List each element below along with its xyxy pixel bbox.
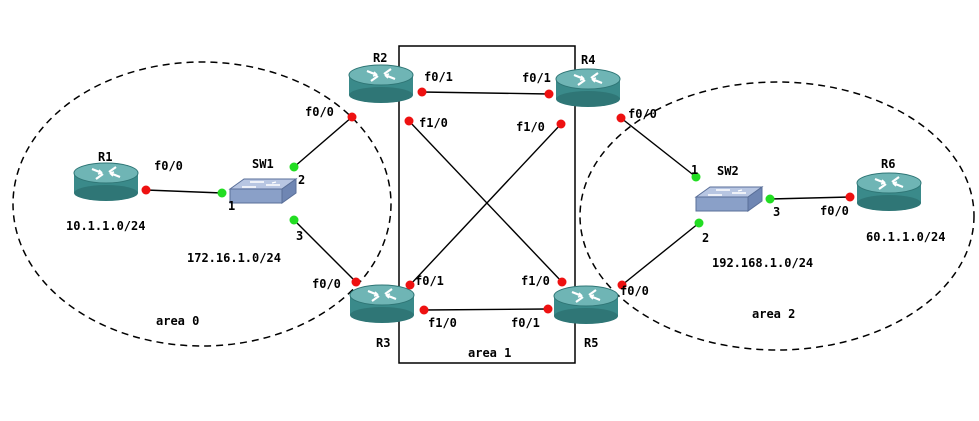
area-1-boundary [398, 45, 576, 364]
port-dot-r2-f01 [417, 87, 427, 97]
port-dot-r4-f00 [616, 113, 626, 123]
device-label-r5: R5 [584, 336, 598, 350]
port-label-r3-f10: f1/0 [428, 316, 457, 330]
port-label-sw1-2: 2 [298, 173, 305, 187]
router-r4[interactable] [554, 67, 622, 109]
area-label-0: area 0 [156, 314, 199, 328]
port-label-r4-f00: f0/0 [628, 107, 657, 121]
port-label-sw2-3: 3 [773, 205, 780, 219]
port-dot-sw1-2 [289, 162, 299, 172]
device-label-r4: R4 [581, 53, 595, 67]
port-label-r5-f10: f1/0 [521, 274, 550, 288]
port-dot-sw2-3 [765, 194, 775, 204]
link-r2-r4 [421, 91, 550, 95]
area-0-boundary [12, 61, 392, 347]
port-dot-r3-f01 [405, 280, 415, 290]
link-r4-r3 [409, 123, 562, 286]
port-label-sw1-1: 1 [228, 199, 235, 213]
port-dot-r5-f00 [617, 280, 627, 290]
port-dot-r2-f10 [404, 116, 414, 126]
port-dot-sw1-3 [289, 215, 299, 225]
port-label-r1-f00: f0/0 [154, 159, 183, 173]
link-r2-r5 [408, 120, 563, 283]
device-label-r1: R1 [98, 150, 112, 164]
router-r1[interactable] [72, 161, 140, 203]
area-label-1: area 1 [468, 346, 511, 360]
port-dot-sw1-1 [217, 188, 227, 198]
port-dot-r4-f10 [556, 119, 566, 129]
port-dot-r3-f00 [351, 277, 361, 287]
port-label-r5-f00: f0/0 [620, 284, 649, 298]
device-label-r2: R2 [373, 51, 387, 65]
port-dot-sw2-2 [694, 218, 704, 228]
router-r5[interactable] [552, 284, 620, 326]
port-dot-sw2-1 [691, 172, 701, 182]
router-r6[interactable] [855, 171, 923, 213]
link-sw1-r3 [293, 219, 357, 283]
port-label-sw1-3: 3 [296, 229, 303, 243]
link-sw1-r2 [293, 116, 353, 168]
network-label-sw2: 192.168.1.0/24 [712, 256, 813, 270]
port-label-r2-f01: f0/1 [424, 70, 453, 84]
area-label-2: area 2 [752, 307, 795, 321]
link-sw2-r6 [769, 196, 851, 200]
port-label-r4-f01: f0/1 [522, 71, 551, 85]
port-dot-r6-f00 [845, 192, 855, 202]
link-r4-sw2 [620, 117, 697, 178]
device-label-r6: R6 [881, 157, 895, 171]
link-r3-r5 [423, 308, 549, 311]
port-label-sw2-2: 2 [702, 231, 709, 245]
port-dot-r4-f01 [544, 89, 554, 99]
network-label-r1: 10.1.1.0/24 [66, 219, 145, 233]
port-dot-r3-f10 [419, 305, 429, 315]
port-label-r2-f10: f1/0 [419, 116, 448, 130]
port-dot-r1-f00 [141, 185, 151, 195]
switch-sw1[interactable] [229, 178, 297, 204]
port-label-r3-f00: f0/0 [312, 277, 341, 291]
port-label-r6-f00: f0/0 [820, 204, 849, 218]
device-label-sw2: SW2 [717, 164, 739, 178]
link-r1-sw1 [145, 189, 223, 194]
router-r3[interactable] [348, 283, 416, 325]
port-label-r4-f10: f1/0 [516, 120, 545, 134]
switch-sw2[interactable] [695, 186, 763, 212]
area-2-boundary [579, 81, 975, 351]
port-label-r5-f01: f0/1 [511, 316, 540, 330]
port-label-r3-f01: f0/1 [415, 274, 444, 288]
network-label-r6: 60.1.1.0/24 [866, 230, 945, 244]
port-dot-r2-f00 [347, 112, 357, 122]
port-dot-r5-f01 [543, 304, 553, 314]
device-label-r3: R3 [376, 336, 390, 350]
port-label-sw2-1: 1 [691, 163, 698, 177]
port-dot-r5-f10 [557, 277, 567, 287]
link-r5-sw2 [621, 222, 700, 286]
device-label-sw1: SW1 [252, 157, 274, 171]
router-r2[interactable] [347, 63, 415, 105]
port-label-r2-f00: f0/0 [305, 105, 334, 119]
network-label-sw1: 172.16.1.0/24 [187, 251, 281, 265]
